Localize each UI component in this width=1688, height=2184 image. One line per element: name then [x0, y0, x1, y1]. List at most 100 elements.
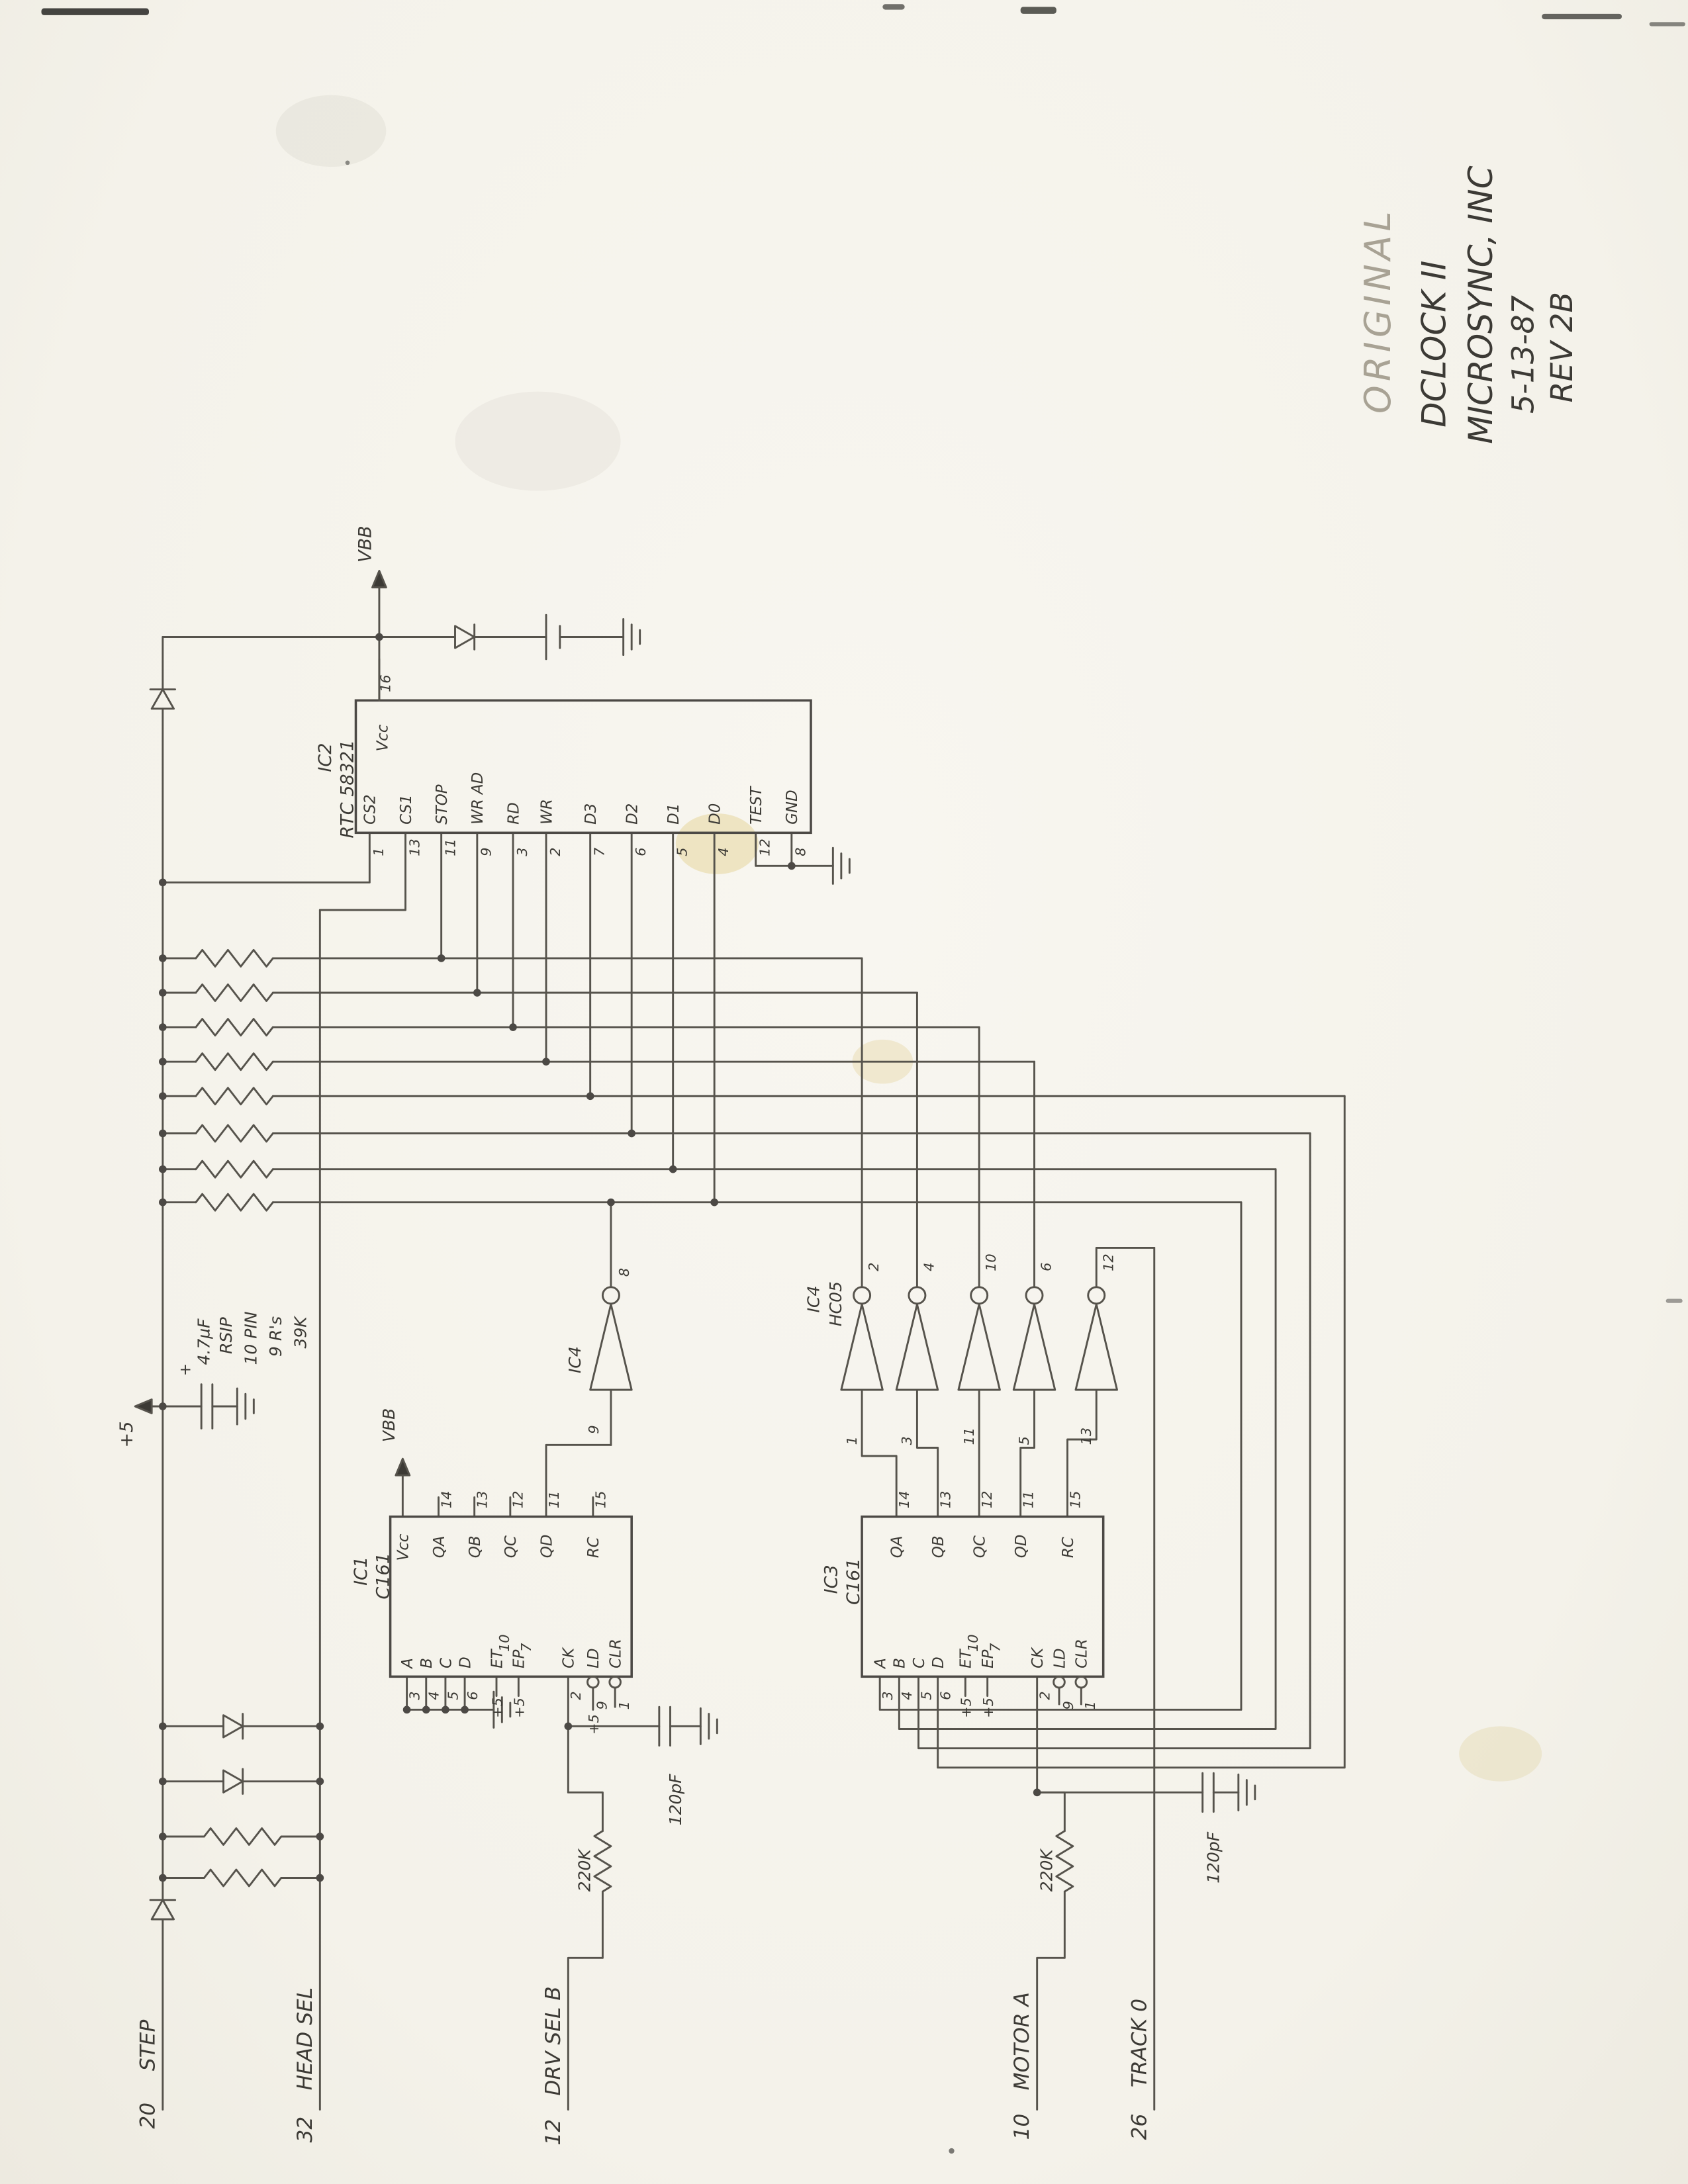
pin-name: LD — [1051, 1648, 1068, 1668]
inverter-bubble-icon — [908, 1286, 927, 1305]
pin-name: C — [438, 1658, 455, 1668]
inverter-icon — [957, 1303, 1001, 1391]
ic2-ref: IC2 — [315, 743, 336, 772]
pin-number: 6 — [1039, 1263, 1055, 1271]
pin-number: 11 — [546, 1491, 562, 1509]
discrete-symbols — [134, 570, 1256, 1921]
rsip-label: 10 PIN — [241, 1311, 260, 1365]
ic1-counter: IC1 C161 VBB Vcc QA 14 QB 13 QC 12 QD 11… — [351, 1408, 633, 1735]
signal-name: TRACK 0 — [1127, 1999, 1151, 2087]
scan-smudge — [882, 4, 905, 10]
pin-number: 1 — [1082, 1701, 1098, 1709]
pin-name: D2 — [624, 803, 641, 825]
pin-name: C — [911, 1658, 928, 1668]
ic2-vcc-label: Vcc — [374, 724, 391, 751]
pin-number: 11 — [443, 839, 459, 856]
ic2-rtc: IC2 RTC 58321 Vcc 16 CS2 CS1 STOP WR AD … — [315, 658, 812, 856]
vbb-label: VBB — [379, 1408, 399, 1442]
ground-icon — [831, 846, 851, 885]
signal-name: MOTOR A — [1010, 1992, 1034, 2090]
pin-number: 6 — [633, 847, 649, 856]
pin-number: 12 — [757, 839, 773, 856]
ic2-vcc-pin: 16 — [378, 674, 394, 692]
pin-number: 3 — [514, 847, 530, 856]
ground-icon — [1237, 1773, 1256, 1811]
ic3-counter: IC3 C161 QA 14 QB 13 QC 12 QD 11 RC 15 A… — [821, 1491, 1105, 1718]
pin-name: LD — [585, 1648, 602, 1668]
step-diode-icon — [149, 1899, 177, 1921]
pin-name: QC — [972, 1535, 989, 1558]
cap-value: 120pF — [666, 1774, 685, 1826]
pin-name: CS1 — [398, 794, 415, 825]
original-watermark: ORIGINAL — [1357, 207, 1399, 414]
ic4-part: HC05 — [826, 1281, 845, 1326]
wires — [142, 578, 1346, 2111]
pin-tie: +5 — [980, 1698, 996, 1718]
pin-number: 4 — [899, 1691, 915, 1700]
rsip-label: 9 R's — [266, 1316, 285, 1357]
ic3-part: C161 — [843, 1558, 864, 1605]
inverter-icon — [1074, 1303, 1118, 1391]
pin-number: 2 — [866, 1263, 882, 1271]
pin-name: B — [892, 1658, 909, 1668]
signal-pin: 20 — [136, 2103, 160, 2129]
pin-number: 9 — [594, 1701, 610, 1709]
pin-name: D0 — [707, 803, 724, 825]
pin-number: 3 — [899, 1436, 915, 1445]
pin-name: QA — [431, 1535, 448, 1558]
pin-number: 3 — [406, 1691, 422, 1700]
pin-number: 5 — [675, 847, 690, 856]
pin-number: 7 — [592, 847, 608, 856]
ic3-bottom-pins: A 3 B 4 C 5 D 6 ET 10 +5 EP 7 +5 CK 2 LD… — [872, 1634, 1099, 1718]
pin-number: 8 — [793, 847, 809, 856]
pin-number: 1 — [371, 847, 387, 856]
ic3-ref: IC3 — [821, 1565, 842, 1594]
connector-signals: STEP 20 HEAD SEL 32 DRV SEL B 12 MOTOR A… — [136, 1986, 1151, 2145]
pin-number: 6 — [937, 1691, 953, 1700]
title-block: ORIGINAL DCLOCK II MICROSYNC, INC 5-13-8… — [1357, 165, 1579, 443]
pin-tie: +5 — [512, 1698, 528, 1718]
ground-icon — [622, 617, 641, 657]
pin-name: STOP — [434, 784, 451, 825]
battery-diode-icon — [454, 623, 476, 651]
inverter-icon — [895, 1303, 939, 1391]
pin-number: 12 — [510, 1491, 526, 1509]
pin-number: 6 — [465, 1691, 481, 1700]
ld-bubble-icon — [586, 1675, 600, 1689]
pin-number: 3 — [880, 1691, 896, 1700]
pin-number: 13 — [1078, 1428, 1094, 1445]
pin-name: D — [457, 1657, 474, 1668]
title-rev: REV 2B — [1544, 292, 1579, 402]
junction-dots — [159, 633, 1041, 1882]
title-product: DCLOCK II — [1415, 261, 1453, 428]
pin-name: QA — [889, 1535, 906, 1558]
pin-number: 4 — [716, 847, 731, 856]
scan-smudge — [1020, 7, 1056, 14]
pin-tie: +5 — [489, 1698, 505, 1718]
ic1-part: C161 — [373, 1553, 394, 1600]
ld-bubble-icon — [1053, 1675, 1066, 1689]
inverter-bubble-icon — [1087, 1286, 1106, 1305]
pin-name: CLR — [1074, 1639, 1091, 1668]
rsip-label: 39K — [291, 1315, 310, 1349]
pin-name: QB — [930, 1535, 947, 1558]
signal-name: HEAD SEL — [293, 1987, 317, 2091]
ground-icon — [699, 1707, 718, 1745]
pin-number: 15 — [593, 1491, 609, 1509]
signal-pin: 12 — [541, 2119, 565, 2146]
pin-name: RC — [585, 1537, 602, 1558]
pin-number: 10 — [965, 1634, 981, 1652]
ic2-body — [354, 699, 812, 835]
pin-name: CK — [561, 1647, 578, 1668]
pin-number: 12 — [979, 1491, 995, 1509]
signal-name: DRV SEL B — [541, 1986, 565, 2095]
pin-name: CK — [1029, 1647, 1047, 1668]
pin-name: EP — [980, 1649, 997, 1668]
pin-number: 10 — [983, 1253, 999, 1271]
pin-name: D1 — [665, 803, 682, 825]
pin-name: WR AD — [469, 772, 487, 825]
pin-name: D3 — [583, 803, 600, 825]
pin-name: CS2 — [362, 794, 379, 825]
